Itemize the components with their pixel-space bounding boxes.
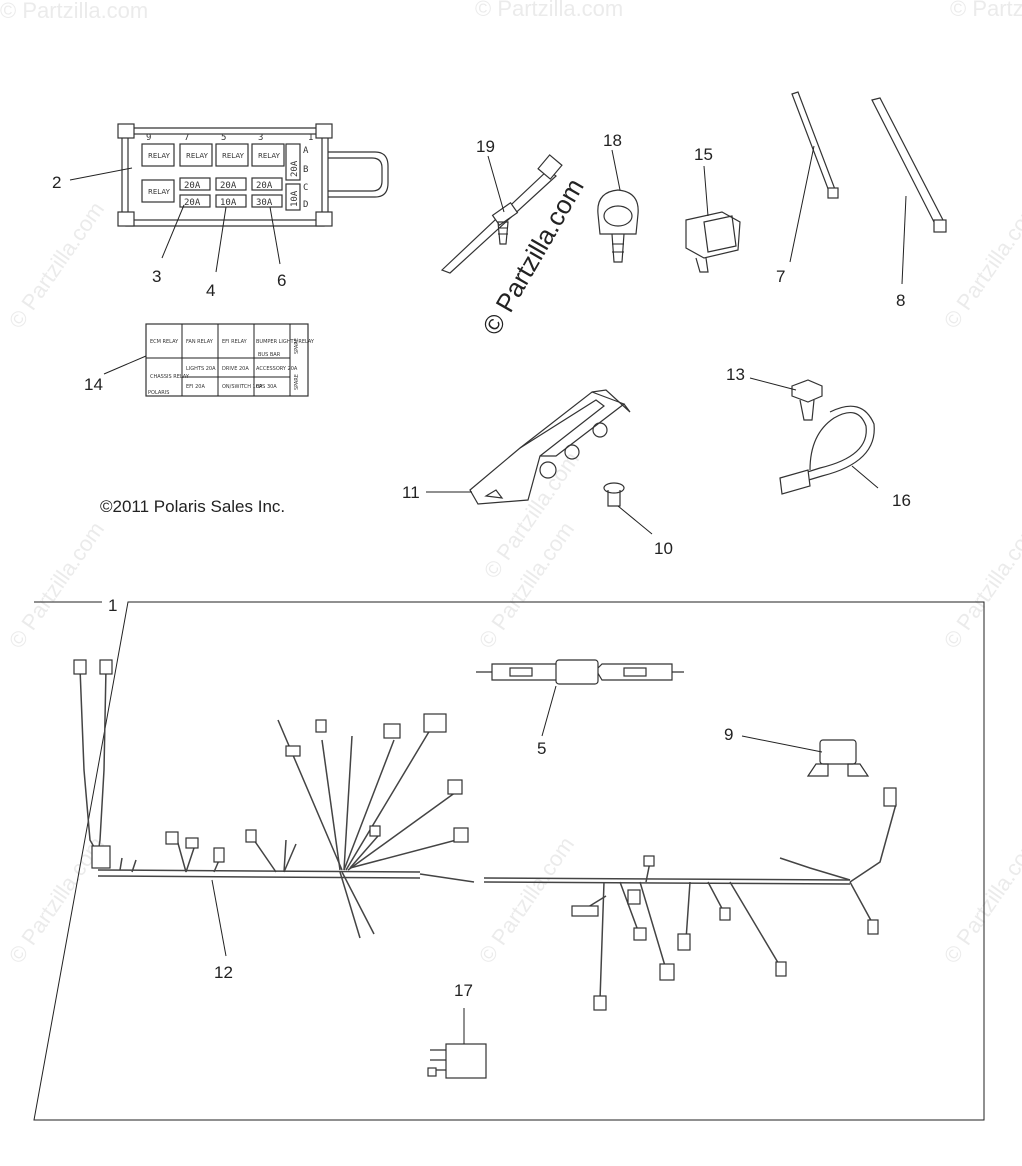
fuse-box: 9 7 5 3 1 RELAY RELAY RELAY RELAY RELAY … [117, 123, 389, 227]
relay-slot-label: RELAY [186, 152, 209, 160]
circuit-breaker [806, 739, 870, 777]
harness-clip [597, 189, 639, 263]
label-card-cell: BUMPER LIGHTS RELAY [256, 339, 315, 345]
fuse-slot-label: 20A [220, 181, 237, 191]
fuse-box-position-1: 1 [308, 133, 313, 143]
label-card-cell: CHASSIS RELAY [150, 374, 190, 380]
fuse-box-label-card: ECM RELAY FAN RELAY EFI RELAY BUMPER LIG… [145, 323, 315, 397]
relay-slot-label: RELAY [222, 152, 245, 160]
fuse-box-position-3: 3 [258, 133, 263, 143]
callout-5: 5 [537, 739, 546, 758]
callout-10: 10 [654, 539, 673, 558]
callout-3: 3 [152, 267, 161, 286]
inline-fuse-holder [476, 659, 684, 685]
fuse-box-position-9: 9 [146, 133, 151, 143]
watermark-tile: © Partzilla.com [4, 197, 110, 333]
label-card-cell: EFI RELAY [222, 339, 248, 345]
partzilla-watermark: © Partzilla.com [476, 173, 590, 340]
fuse-slot-label: 20A [184, 198, 201, 208]
label-card-brand: POLARIS [148, 390, 169, 396]
fuse-box-row-b: B [303, 165, 308, 175]
callout-8: 8 [896, 291, 905, 310]
watermark-tile: © Partzilla.com [939, 517, 1022, 653]
relay [427, 1043, 487, 1079]
cable-tie-small [791, 91, 839, 199]
label-card-cell: EFI 20A [186, 384, 205, 390]
label-card-cell: ECM RELAY [150, 339, 179, 345]
label-card-cell: LIGHTS 20A [186, 366, 216, 372]
relay-slot-label: RELAY [148, 152, 171, 160]
callout-19: 19 [476, 137, 495, 156]
watermark-tile: © Partzilla.com [4, 517, 110, 653]
fuse-box-row-c: C [303, 183, 308, 193]
watermark-tile: © Partzilla.com [939, 832, 1022, 968]
fuse-box-row-d: D [303, 200, 308, 210]
label-card-cell: SPARE [294, 374, 300, 390]
relay-slot-label: RELAY [148, 188, 171, 196]
fuse-box-position-7: 7 [184, 133, 189, 143]
callout-11: 11 [402, 483, 420, 502]
label-card-bus-bar: BUS BAR [258, 352, 281, 358]
fuse-slot-label: 10A [220, 198, 237, 208]
relay-slot-label: RELAY [258, 152, 281, 160]
copyright-notice: ©2011 Polaris Sales Inc. [100, 497, 285, 516]
p-clamp [779, 405, 875, 495]
push-pin [603, 482, 625, 507]
watermark-tile: © Partzilla.com [475, 0, 623, 21]
callout-18: 18 [603, 131, 622, 150]
callout-2: 2 [52, 173, 61, 192]
bolt [791, 379, 823, 421]
watermark-tile: © Partzilla.com [939, 197, 1022, 333]
callout-15: 15 [694, 145, 713, 164]
connector-retainer [685, 211, 741, 273]
fuse-box-row-a: A [303, 146, 309, 156]
callout-7: 7 [776, 267, 785, 286]
label-card-cell: ON/SWITCH 10A [222, 384, 263, 390]
label-card-cell: SPARE [294, 338, 300, 354]
label-card-cell: EPS 30A [256, 384, 277, 390]
callout-14: 14 [84, 375, 103, 394]
label-card-cell: DRIVE 20A [222, 366, 249, 372]
fuse-box-position-5: 5 [221, 133, 226, 143]
watermark-tile: © Partzilla.com [474, 832, 580, 968]
callout-16: 16 [892, 491, 911, 510]
fuse-slot-label: 20A [256, 181, 273, 191]
label-card-cell: FAN RELAY [186, 339, 214, 345]
main-wiring-harness [73, 659, 897, 1011]
watermark-tile: © Partzilla.com [0, 0, 148, 23]
side-fuse-label: 20A [290, 160, 300, 177]
side-fuse-label: 10A [290, 190, 300, 207]
fuse-slot-label: 30A [256, 198, 273, 208]
fuse-slot-label: 20A [184, 181, 201, 191]
callout-13: 13 [726, 365, 745, 384]
cable-tie-push-mount [440, 154, 563, 274]
cable-tie-large [871, 97, 947, 233]
mounting-bracket [469, 389, 631, 505]
callout-9: 9 [724, 725, 733, 744]
callout-4: 4 [206, 281, 215, 300]
callout-17: 17 [454, 981, 473, 1000]
callout-6: 6 [277, 271, 286, 290]
callout-1: 1 [108, 596, 117, 615]
label-card-cell: ACCESSORY 20A [256, 366, 298, 372]
callout-12: 12 [214, 963, 233, 982]
watermark-tile: © Partzilla.com [950, 0, 1022, 21]
